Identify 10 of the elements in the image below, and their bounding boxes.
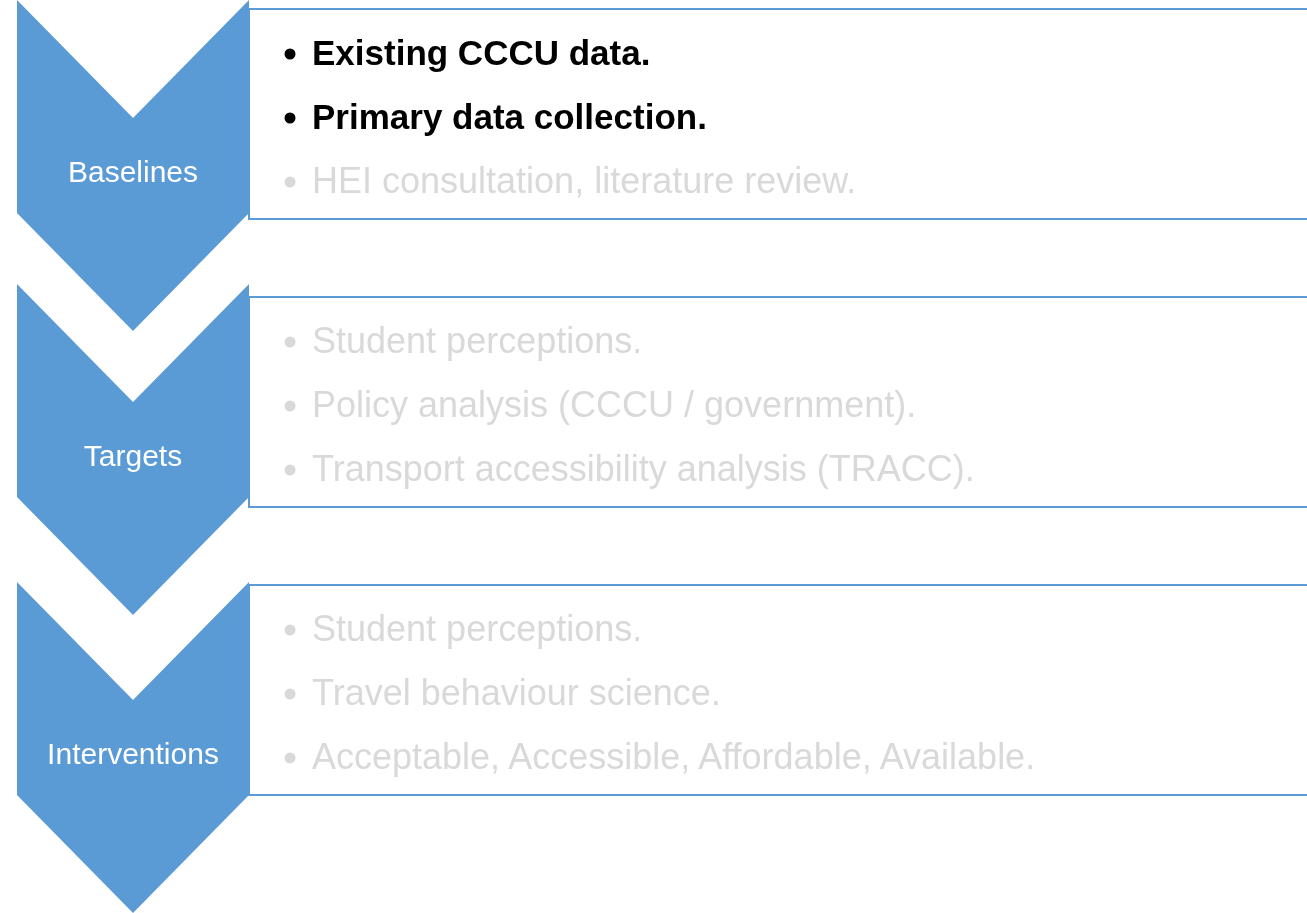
step-label: Baselines — [66, 155, 200, 189]
chevron-shape — [17, 582, 249, 913]
step-label: Targets — [82, 439, 184, 473]
chevron-shape — [17, 0, 249, 331]
text-panel — [248, 296, 1307, 508]
text-panel — [248, 584, 1307, 796]
step-label: Interventions — [46, 737, 220, 771]
bullet-item: Existing CCCU data. — [312, 32, 651, 74]
bullet-item: Primary data collection. — [312, 96, 707, 138]
text-panel — [248, 8, 1307, 220]
